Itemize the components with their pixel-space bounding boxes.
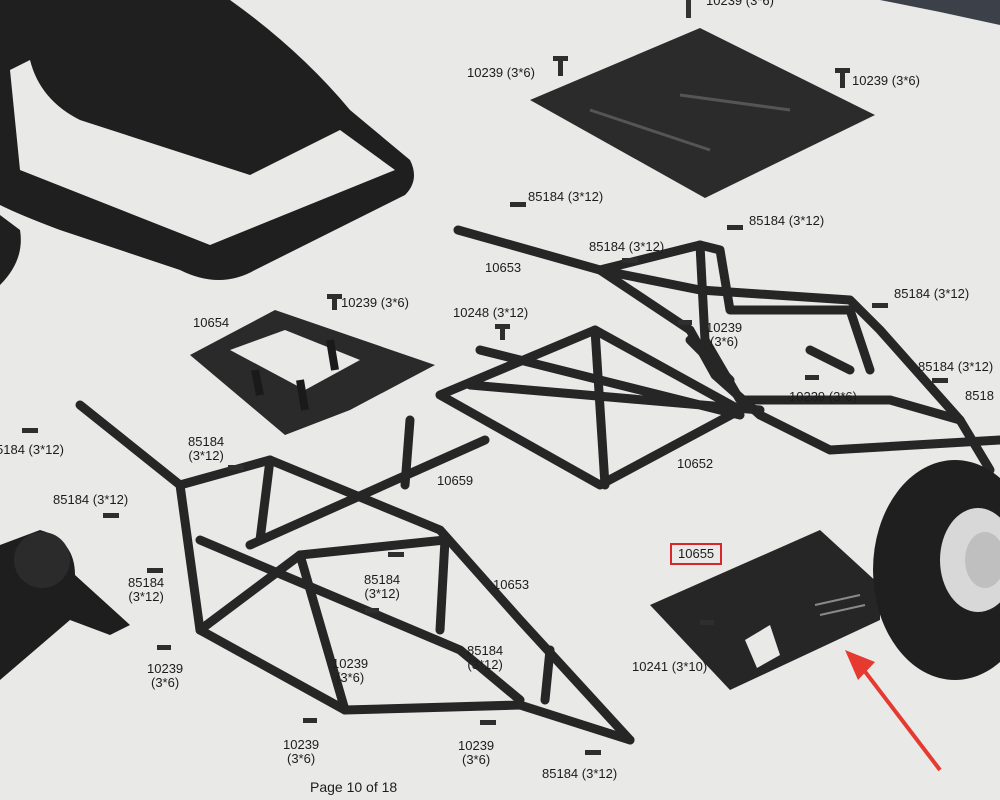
panel-corner [880,0,1000,25]
label-top-cut: 10239 (3*6) [706,0,774,8]
label-screw-85184-b: 85184 (3*12) [749,213,825,228]
label-line: (3*12) [364,586,400,601]
cage-frame-top [453,225,1000,475]
label-screw-85184-e: 85184 (3*12) [918,359,994,374]
label-line: 85184 [128,575,165,590]
label-screw-85184-c: 85184 (3*12) [589,239,665,254]
label-part-10653-bottom: 10653 [493,577,530,592]
label-screw-10239-rear-c: 10239 (3*6) [789,389,857,404]
cage-frame-10652 [435,325,765,490]
label-screw-85184-j: 85184 (3*12) [364,573,400,601]
label-line: (3*12) [128,589,164,604]
label-part-10652: 10652 [677,456,714,471]
label-line: 10239 [458,738,495,753]
label-screw-85184-i: 85184 (3*12) [128,576,164,604]
label-line: 10239 [147,661,184,676]
label-line: (3*6) [286,751,316,766]
label-part-10654: 10654 [193,315,230,330]
label-screw-10239-l: 10239 (3*6) [147,662,183,690]
label-line: 10239 [283,737,320,752]
cage-frame-bottom [75,400,635,745]
body-shell [0,0,414,285]
label-screw-85184-d: 85184 (3*12) [894,286,970,301]
label-line: 85184 [364,572,401,587]
label-screw-10239-rear: 10239 (3*6) [706,321,742,349]
label-line: 10239 [332,656,369,671]
label-screw-85184-a: 85184 (3*12) [528,189,604,204]
label-screw-85184-m: 85184 (3*12) [467,644,503,672]
label-line: (3*6) [461,752,491,767]
label-line: (3*6) [335,670,365,685]
label-line: 10239 [706,320,743,335]
label-screw-85184-bottom: 85184 (3*12) [542,766,618,781]
page-number: Page 10 of 18 [310,779,398,795]
skid-plate-10655 [650,530,880,690]
label-screw-10248: 10248 (3*12) [453,305,529,320]
label-screw-85184-left-cut: 5184 (3*12) [0,442,64,457]
label-line: (3*6) [150,675,180,690]
label-part-10653-top: 10653 [485,260,522,275]
label-screw-85184-g: 85184 (3*12) [188,435,224,463]
label-screw-10239-k: 10239 (3*6) [332,657,368,685]
skid-plate-top [530,0,875,198]
label-screw-10239-left: 10239 (3*6) [467,65,535,80]
mount-bracket-10654 [190,310,435,435]
wheel [873,460,1000,680]
label-screw-10239-o: 10239 (3*6) [458,739,494,767]
label-screw-85184-right-cut: 8518 [965,388,994,403]
label-part-10655-highlight: 10655 [670,543,723,565]
label-line: (3*6) [709,334,739,349]
label-line: (3*12) [188,448,224,463]
screw-icons [22,56,948,755]
label-screw-10239-n: 10239 (3*6) [283,738,319,766]
label-screw-10241: 10241 (3*10) [632,659,708,674]
label-screw-85184-h: 85184 (3*12) [53,492,129,507]
label-line: 85184 [467,643,504,658]
label-screw-10239-right: 10239 (3*6) [852,73,920,88]
red-arrow-icon [845,650,942,772]
label-screw-10239-mid: 10239 (3*6) [341,295,409,310]
label-line: 85184 [188,434,225,449]
label-line: (3*12) [467,657,503,672]
label-part-10659: 10659 [437,473,474,488]
motor-assembly [0,530,130,680]
